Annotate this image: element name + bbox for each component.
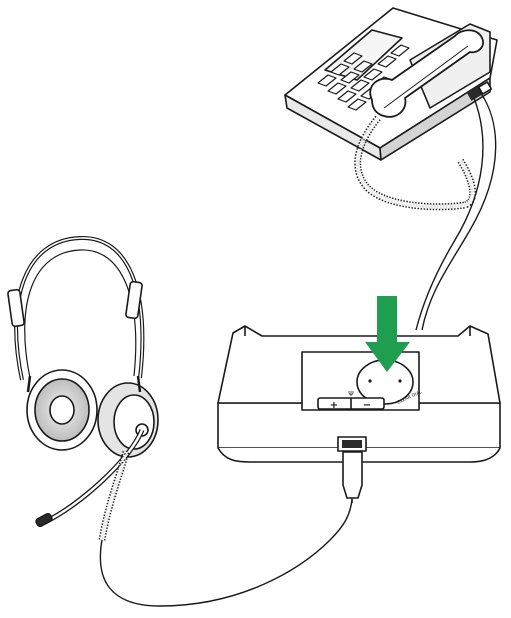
headset-icon [8, 238, 158, 527]
base-unit-icon [218, 326, 500, 462]
mic-glyph-label: Ψ [348, 390, 354, 398]
headset-to-base-cable [100, 500, 352, 606]
headset-coil-cord [102, 452, 126, 540]
base-connector-plug [343, 452, 362, 503]
desk-phone-icon [285, 8, 497, 160]
button-plus-label: + [330, 400, 338, 411]
button-minus-label: − [363, 400, 371, 411]
